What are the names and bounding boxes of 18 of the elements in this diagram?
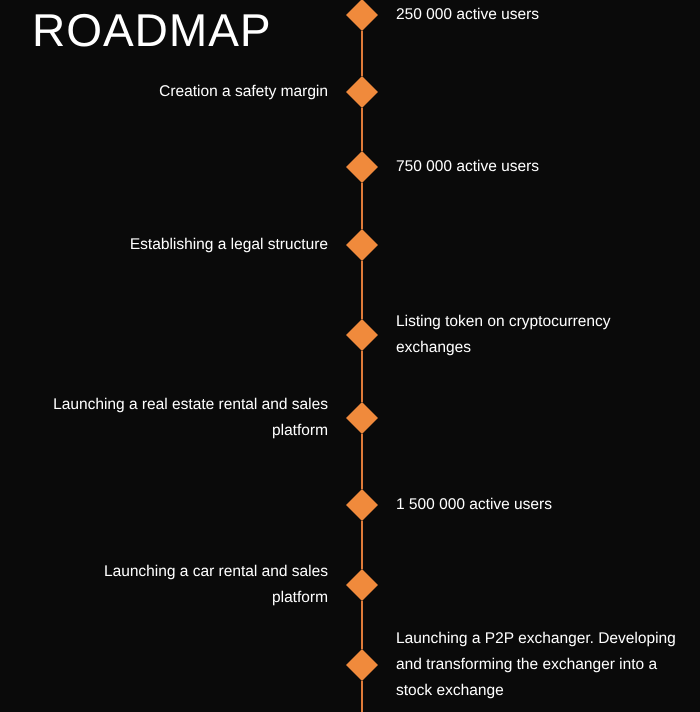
timeline-line <box>361 108 363 151</box>
milestone-text: 750 000 active users <box>396 157 540 177</box>
milestone-text: Launching a car rental and sales platform <box>102 562 328 608</box>
timeline-line <box>361 434 363 489</box>
milestone-text: 250 000 active users <box>396 5 540 25</box>
milestone-text: Creation a safety margin <box>159 82 328 102</box>
milestone-text: 1 500 000 active users <box>396 495 552 515</box>
milestone-text: Establishing a legal structure <box>130 235 328 255</box>
timeline-line <box>361 183 363 229</box>
milestone-text: Launching a P2P exchanger. Developing and transforming the exchanger into a stock exchange <box>396 629 677 701</box>
milestone-text: Listing token on cryptocurrency exchanges <box>396 312 612 358</box>
timeline-line <box>361 31 363 76</box>
timeline-line <box>361 521 363 569</box>
timeline-line <box>361 601 363 649</box>
milestone-text: Launching a real estate rental and sales platform <box>52 395 328 441</box>
timeline-line <box>361 351 363 402</box>
timeline-line <box>361 261 363 319</box>
title: ROADMAP <box>32 3 272 58</box>
